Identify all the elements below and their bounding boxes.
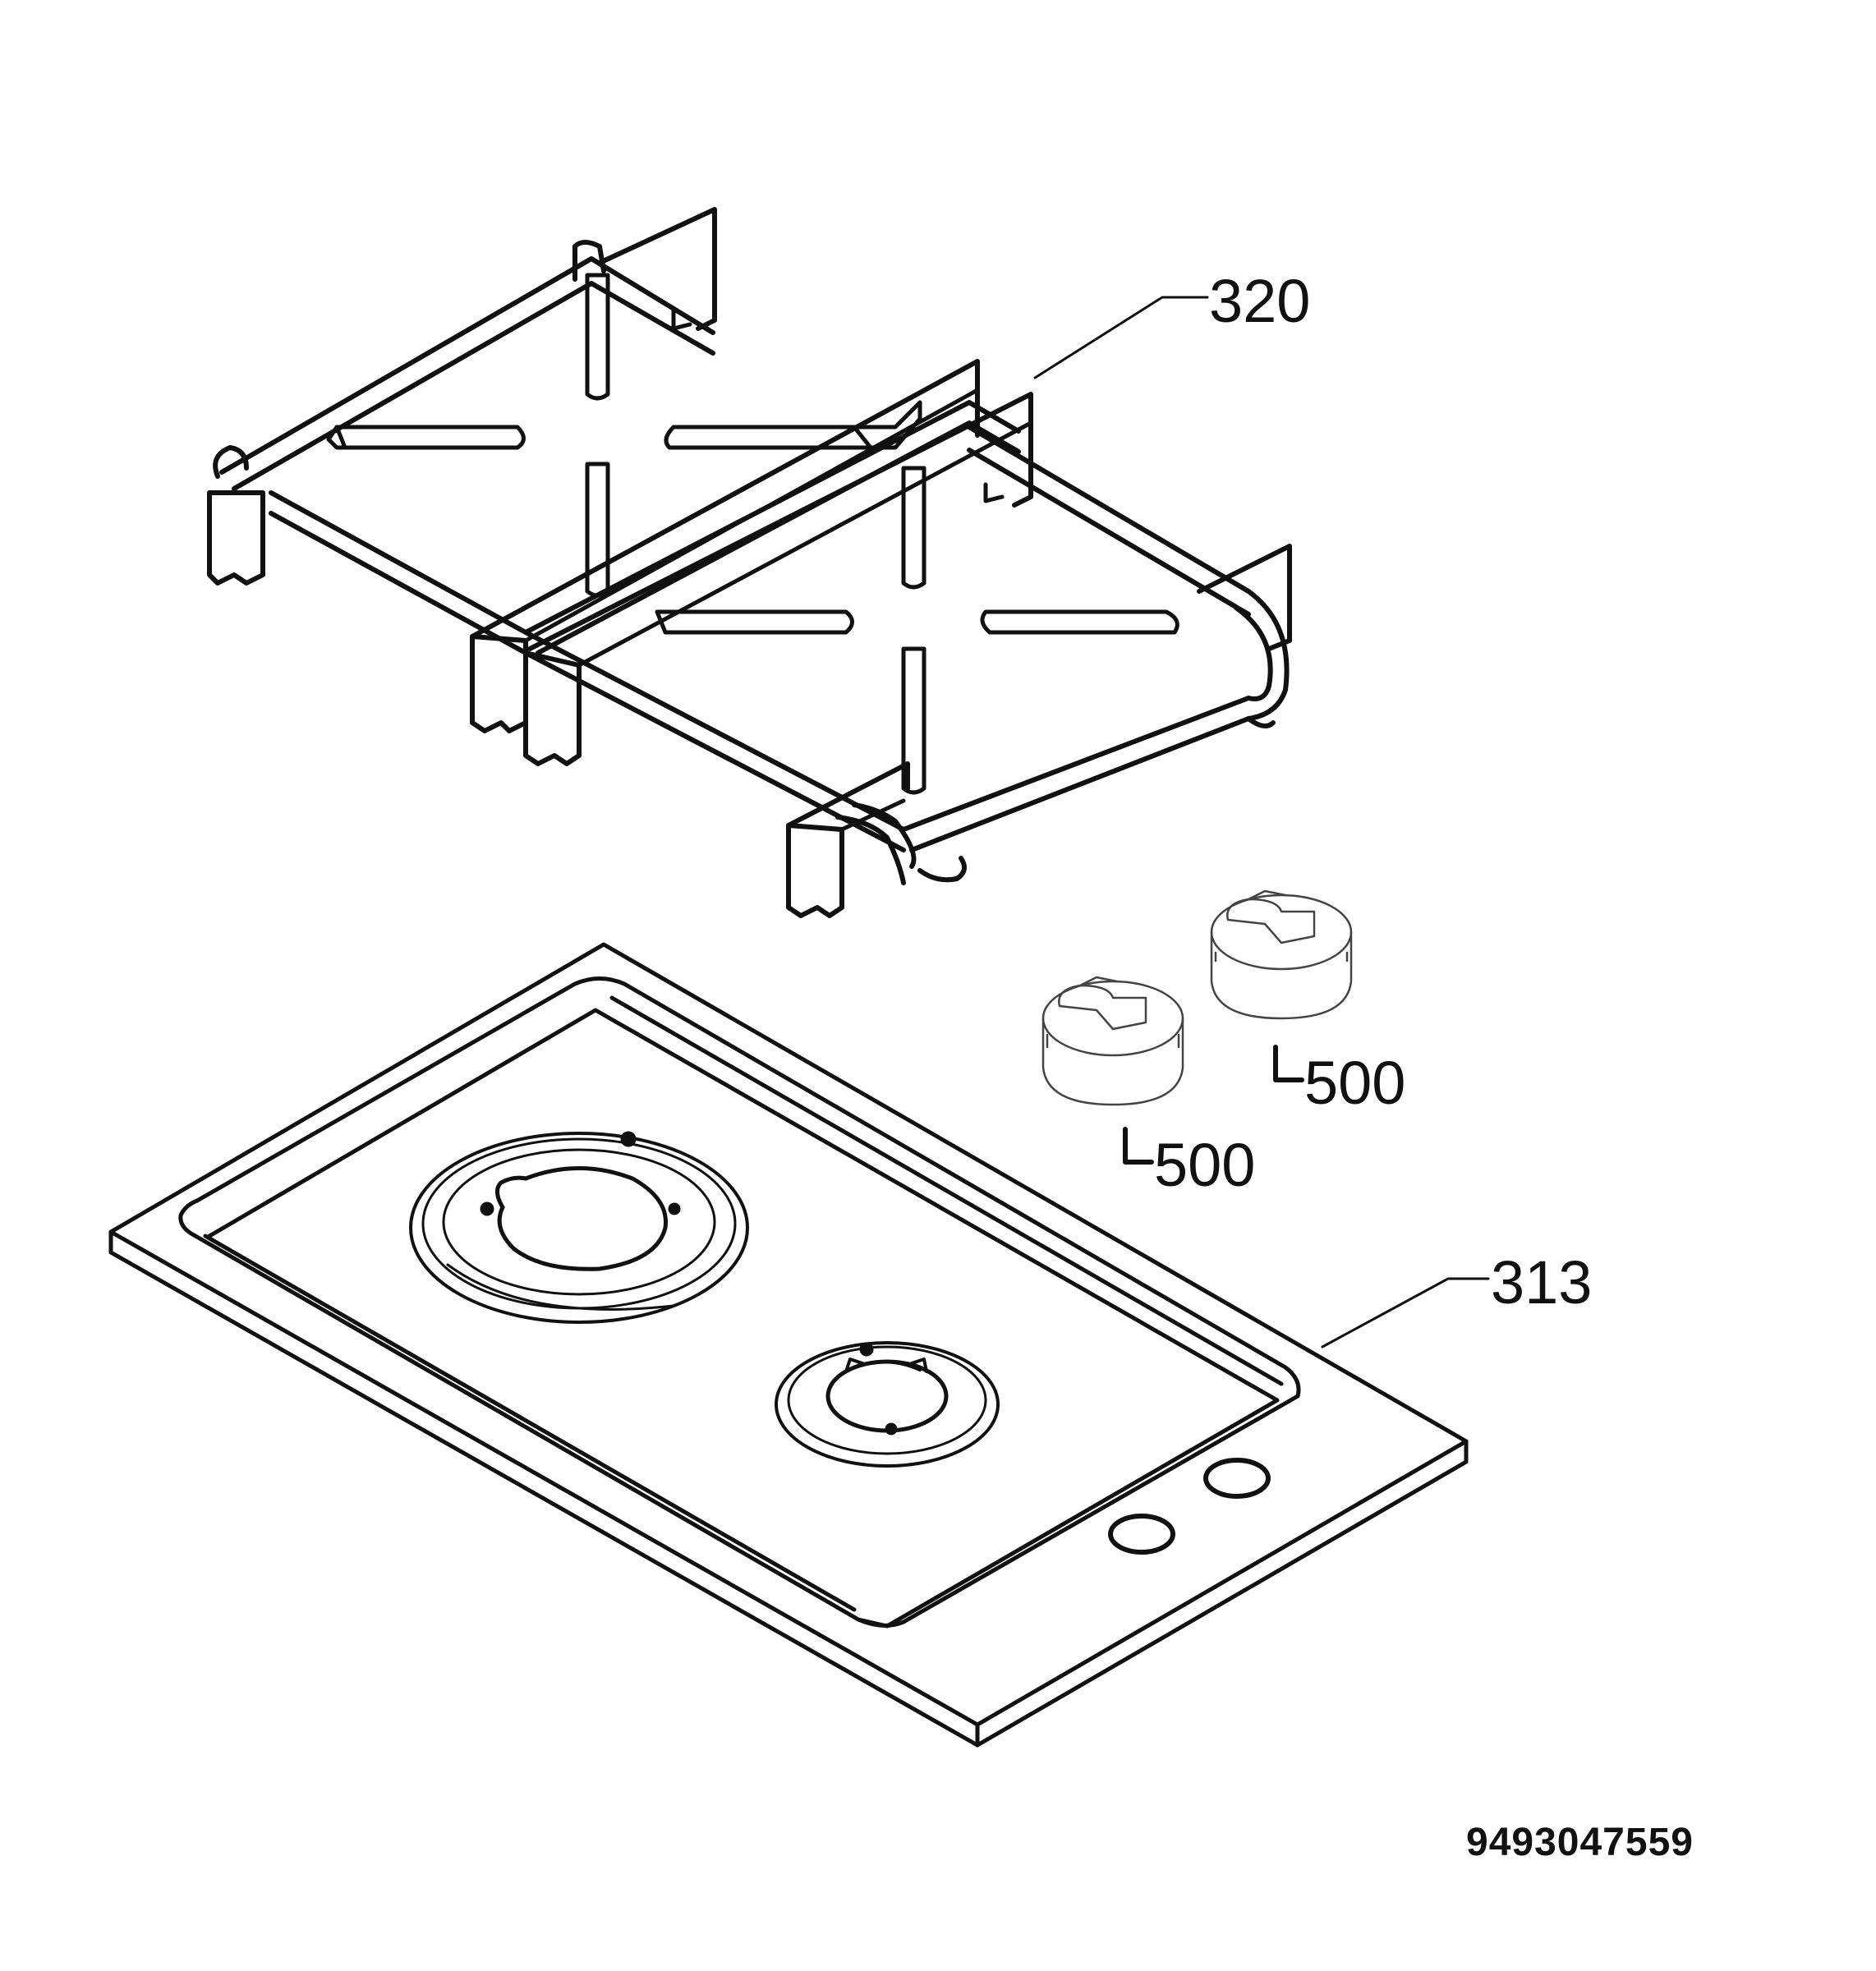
callout-320: 320 [1209,267,1311,335]
hob-top-plate [108,942,1469,1748]
control-knob-right [1210,889,1353,1020]
callout-313: 313 [1491,1248,1593,1316]
leader-tick-knob-left [1123,1127,1154,1165]
leader-line-320 [1033,296,1209,379]
callout-500-left: 500 [1154,1131,1256,1199]
pan-support-grate [207,207,1292,918]
callout-500-right: 500 [1304,1049,1406,1117]
leader-tick-knob-right [1273,1045,1304,1082]
drawing-number: 9493047559 [1466,1821,1694,1864]
leader-line-313 [1321,1277,1490,1348]
control-knob-left [1041,976,1184,1106]
